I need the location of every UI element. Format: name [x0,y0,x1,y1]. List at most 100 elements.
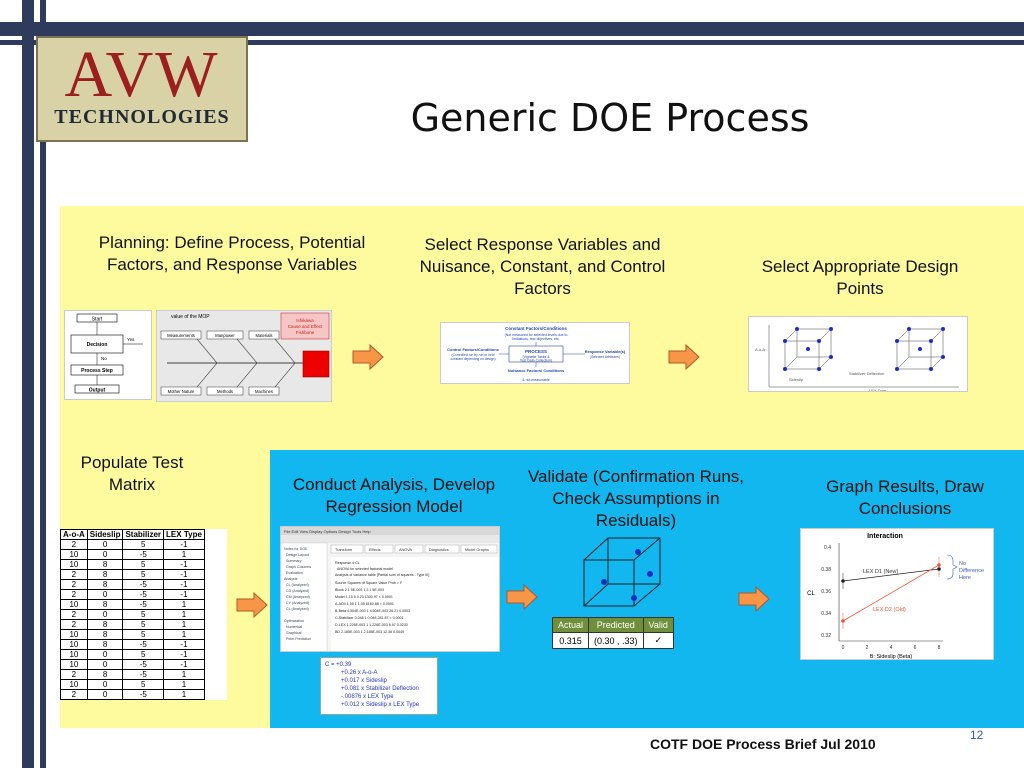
test-matrix-cell: 1 [163,669,205,680]
x-axis-label: B: Sideslip (Beta) [870,654,913,660]
test-matrix-cell: 8 [86,619,124,630]
svg-text:Stabilizer Deflection: Stabilizer Deflection [849,371,884,376]
test-matrix-cell: -1 [163,569,205,580]
step-graph: Graph Results, Draw Conclusions [826,477,984,518]
test-matrix-cell: 1 [163,629,205,640]
process-arrow-4 [506,584,538,610]
process-arrow-5 [738,586,770,612]
step-analysis: Conduct Analysis, Develop Regression Mod… [292,475,496,516]
y-axis-label: CL [807,591,815,597]
test-matrix-cell: 0 [86,689,124,700]
fishbone-title: value of the MOP [171,314,210,320]
test-matrix-cell: 10 [60,549,88,560]
test-matrix-cell: 10 [60,629,88,640]
formula-line: +0.26 x A-o-A [341,670,378,676]
svg-text:CY (Analyzed): CY (Analyzed) [286,601,309,605]
svg-text:Diagnostics: Diagnostics [429,548,449,552]
test-matrix-cell: 10 [60,599,88,610]
x-tick: 8 [938,645,941,651]
svg-text:Graphical: Graphical [286,631,302,635]
test-matrix-cell: 1 [163,689,205,700]
fishbone-label: Measurements [167,333,195,338]
test-matrix-cell: 2 [60,569,88,580]
test-matrix-cell: -1 [163,579,205,590]
series2-label: LEX D2 (Old) [873,607,906,613]
logo-main-text: AVW [64,38,220,111]
test-matrix-cell: 2 [60,609,88,620]
test-matrix-cell: -5 [122,639,165,650]
flow-start-label: Start [92,317,103,323]
test-matrix-cell: 5 [122,629,165,640]
svg-text:CL (Analyzed): CL (Analyzed) [286,583,309,587]
frame-horizontal-bar-thin [0,40,1024,45]
fishbone-label: Methods [217,389,233,394]
svg-text:ANOVA for selected factorial m: ANOVA for selected factorial model [337,567,393,571]
svg-text:Here: Here [959,575,971,581]
svg-text:Block 2.1 5E-003 1: Block 2.1 5E-003 1 2.1 5E-003 [335,588,384,592]
svg-text:Cause and Effect: Cause and Effect [288,324,323,329]
svg-text:Analysis: Analysis [284,577,298,581]
svg-text:constant depending on design): constant depending on design) [450,357,495,361]
test-matrix-cell: -5 [122,589,165,600]
svg-text:Model 1.15 5: Model 1.15 5 0.23 1300.97 < 0.0001 [335,595,393,599]
interaction-graph: Interaction 0.4 0.38 0.36 0.34 0.32 0 2 … [800,528,994,660]
test-matrix-cell: 2 [60,619,88,630]
validation-header: Actual [551,617,590,633]
pd-center-label: PROCESS [525,349,547,354]
y-tick: 0.34 [821,611,831,617]
svg-text:Sideslip: Sideslip [789,377,804,382]
test-matrix-cell: 8 [86,629,124,640]
test-matrix-cell: -1 [163,539,205,550]
test-matrix-cell: -1 [163,559,205,570]
svg-text:Summary: Summary [286,559,302,563]
x-tick: 2 [866,645,869,651]
test-matrix-cell: -5 [122,669,165,680]
y-tick: 0.32 [821,633,831,639]
flow-output-label: Output [89,388,106,394]
test-matrix-cell: 2 [60,579,88,590]
test-matrix-cell: 10 [60,639,88,650]
validation-header: Predicted [588,617,644,633]
svg-text:Fishbone: Fishbone [296,330,315,335]
svg-text:Notes for DOE: Notes for DOE [284,547,308,551]
x-tick: 6 [914,645,917,651]
svg-text:Source Squares df: Source Squares df Square Value Prob > F [335,581,403,585]
fishbone-thumbnail: value of the MOP Ishikawa Cause and Effe… [156,310,332,402]
flow-no-label: No [101,356,107,361]
formula-line: C = +0.39 [325,662,352,668]
flow-process-label: Process Step [81,368,113,374]
formula-line: +0.017 x Sideslip [341,678,387,684]
test-matrix-cell: 0 [86,659,124,670]
test-matrix-cell: 5 [122,619,165,630]
test-matrix-cell: 0 [86,589,124,600]
validation-value: 0.315 [551,632,590,649]
slide-title: Generic DOE Process [410,96,810,140]
step-validate: Validate (Confirmation Runs, Check Assum… [527,467,745,530]
test-matrix-cell: 2 [60,589,88,600]
test-matrix-cell: -1 [163,649,205,660]
formula-line: -.00876 x LEX Type [341,694,394,700]
test-matrix-cell: -1 [163,639,205,650]
formula-line: +0.012 x Sideslip x LEX Type [341,702,420,708]
test-matrix-cell: 8 [86,579,124,590]
test-matrix-cell: 10 [60,559,88,570]
flowchart-thumbnail: Start Decision Yes No Process Step Outpu… [64,310,152,400]
x-tick: 4 [890,645,893,651]
test-matrix-cell: 0 [86,679,124,690]
test-matrix-cell: 1 [163,679,205,690]
formula-line: +0.081 x Stabilizer Deflection [341,686,419,692]
pd-left-label: Control Factors/Conditions [447,347,500,352]
test-matrix-cell: -5 [122,689,165,700]
y-tick: 0.38 [821,567,831,573]
svg-text:(Controlled run by run or held: (Controlled run by run or held [452,353,495,357]
